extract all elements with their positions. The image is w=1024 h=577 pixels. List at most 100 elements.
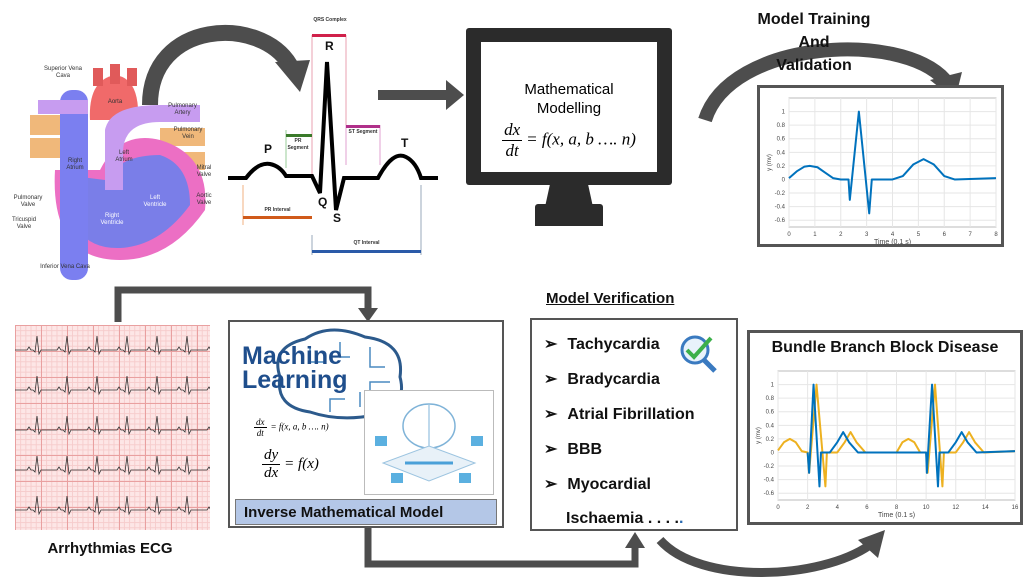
y-tick-label: -0.4 xyxy=(764,478,775,484)
monitor-stand xyxy=(545,185,593,207)
label-inferior-vena-cava: Inferior Vena Cava xyxy=(40,264,90,270)
label-p-wave: P xyxy=(264,142,273,156)
y-tick-label: 0.2 xyxy=(766,437,775,443)
modelling-title-line1: Mathematical xyxy=(524,81,614,98)
x-tick-label: 0 xyxy=(787,232,791,238)
brain-chip-icon xyxy=(375,403,483,483)
x-tick-label: 6 xyxy=(865,505,869,511)
label-qrs-complex: QRS Complex xyxy=(313,17,347,23)
chevron-right-icon: ➢ xyxy=(544,476,558,493)
verification-item: ➢Atrial Fibrillation xyxy=(544,406,695,423)
arrow-ecg-to-ml xyxy=(114,286,372,322)
x-tick-label: 4 xyxy=(891,232,895,238)
arrow-ecg-to-model xyxy=(378,90,448,100)
magnifier-check-icon xyxy=(680,335,717,373)
x-tick-label: 1 xyxy=(813,232,817,238)
label-left-atrium: Left Atrium xyxy=(115,150,133,163)
x-tick-label: 14 xyxy=(982,505,989,511)
arrow-head-icon xyxy=(446,80,464,110)
curved-arrow-verification-to-bbb xyxy=(656,536,873,577)
y-tick-label: 0 xyxy=(782,177,786,183)
x-tick-label: 0 xyxy=(776,505,780,511)
arrow-head-icon xyxy=(625,532,645,548)
x-tick-label: 5 xyxy=(917,232,921,238)
y-tick-label: 0.8 xyxy=(766,396,775,402)
ecg-trace xyxy=(228,61,438,211)
arrow-head-icon xyxy=(858,530,885,558)
label-right-ventricle: Right Ventricle xyxy=(100,213,124,226)
verification-item: ➢BBB xyxy=(544,441,603,458)
label-pulmonary-vein: Pulmonary Vein xyxy=(173,127,203,140)
verification-item: ➢Myocardial xyxy=(544,476,651,493)
x-tick-label: 4 xyxy=(836,505,840,511)
series-line xyxy=(788,110,997,215)
y-tick-label: -0.2 xyxy=(775,191,786,197)
curved-arrow-heart-to-ecg xyxy=(142,25,297,106)
verification-item-continued: Ischaemia . . . .. xyxy=(566,510,684,527)
x-tick-label: 8 xyxy=(994,232,998,238)
chevron-right-icon: ➢ xyxy=(544,336,558,353)
x-tick-label: 2 xyxy=(839,232,843,238)
brain-circuit-icon xyxy=(276,328,403,420)
y-tick-label: -0.2 xyxy=(764,464,775,470)
ecg-strip-trace xyxy=(15,335,225,356)
ai-brain-chip-image xyxy=(364,390,494,495)
x-tick-label: 7 xyxy=(968,232,972,238)
y-tick-label: -0.6 xyxy=(764,491,775,497)
x-axis-label: Time (0.1 s) xyxy=(874,239,911,244)
arrhythmia-ecg-paper xyxy=(15,325,225,530)
ecg-strip-trace xyxy=(15,495,225,516)
y-tick-label: -0.4 xyxy=(775,205,786,211)
chevron-right-icon: ➢ xyxy=(544,441,558,458)
series-line xyxy=(806,383,1016,488)
label-aorta: Aorta xyxy=(107,99,123,105)
x-tick-label: 12 xyxy=(952,505,959,511)
verification-box: ➢Tachycardia ➢Bradycardia ➢Atrial Fibril… xyxy=(530,318,738,531)
arrow-head-icon xyxy=(275,60,310,92)
arrow-head-icon xyxy=(358,308,378,322)
ecg-wave-diagram xyxy=(228,34,438,255)
y-tick-label: 1 xyxy=(782,110,786,116)
label-aortic-valve: Aortic Valve xyxy=(196,193,212,206)
ecg-strip-trace xyxy=(15,375,225,396)
y-tick-label: 1 xyxy=(771,383,775,389)
label-left-ventricle: Left Ventricle xyxy=(143,195,167,208)
ecg-strip-trace xyxy=(15,455,225,476)
y-axis-label: y (mv) xyxy=(767,154,773,171)
y-tick-label: 0.8 xyxy=(777,123,786,129)
monitor-base xyxy=(535,204,603,226)
x-tick-label: 16 xyxy=(1012,505,1019,511)
verification-title: Model Verification xyxy=(546,290,675,307)
x-tick-label: 3 xyxy=(865,232,869,238)
x-axis-label: Time (0.1 s) xyxy=(878,512,915,519)
inverse-model-banner: Inverse Mathematical Model xyxy=(235,499,497,525)
label-pulmonary-valve: Pulmonary Valve xyxy=(13,195,43,208)
x-tick-label: 6 xyxy=(943,232,947,238)
label-st-segment: ST Segment xyxy=(348,129,378,135)
label-q-wave: Q xyxy=(318,195,328,209)
arrow-ml-to-verification xyxy=(364,528,639,568)
bbb-chart-title: Bundle Branch Block Disease xyxy=(771,339,999,356)
label-tricuspid-valve: Tricuspid Valve xyxy=(11,217,37,230)
y-tick-label: -0.6 xyxy=(775,218,786,224)
label-pr-segment: PR Segment xyxy=(287,138,309,151)
y-tick-label: 0.6 xyxy=(777,137,786,143)
ecg-strip-trace xyxy=(15,415,225,436)
label-s-wave: S xyxy=(333,211,342,225)
verification-item: ➢Bradycardia xyxy=(544,371,660,388)
label-pulmonary-artery: Pulmonary Artery xyxy=(168,103,197,116)
modelling-title-line2: Modelling xyxy=(536,100,602,117)
x-tick-label: 8 xyxy=(895,505,899,511)
arrhythmias-label: Arrhythmias ECG xyxy=(47,540,173,557)
label-qt-interval: QT Interval xyxy=(353,240,380,246)
heart-diagram xyxy=(30,64,206,280)
